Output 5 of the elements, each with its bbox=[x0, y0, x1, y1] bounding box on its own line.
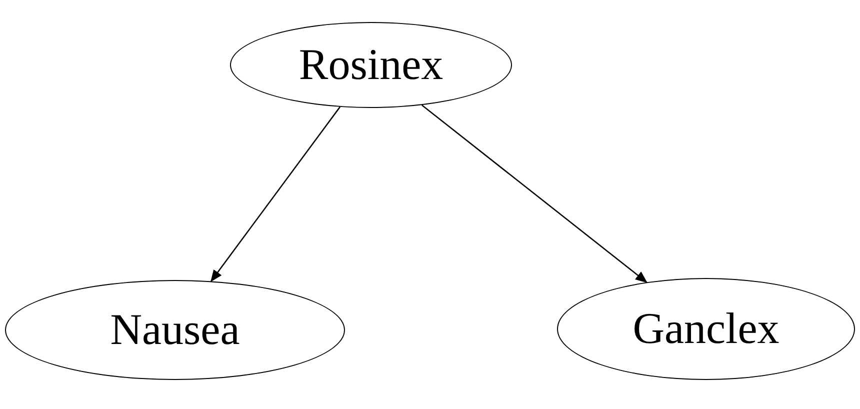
arrow bbox=[421, 104, 648, 283]
node-label: Rosinex bbox=[298, 43, 444, 87]
node-label: Nausea bbox=[110, 308, 240, 352]
node-label: Ganclex bbox=[632, 307, 780, 351]
arrow bbox=[210, 106, 340, 282]
